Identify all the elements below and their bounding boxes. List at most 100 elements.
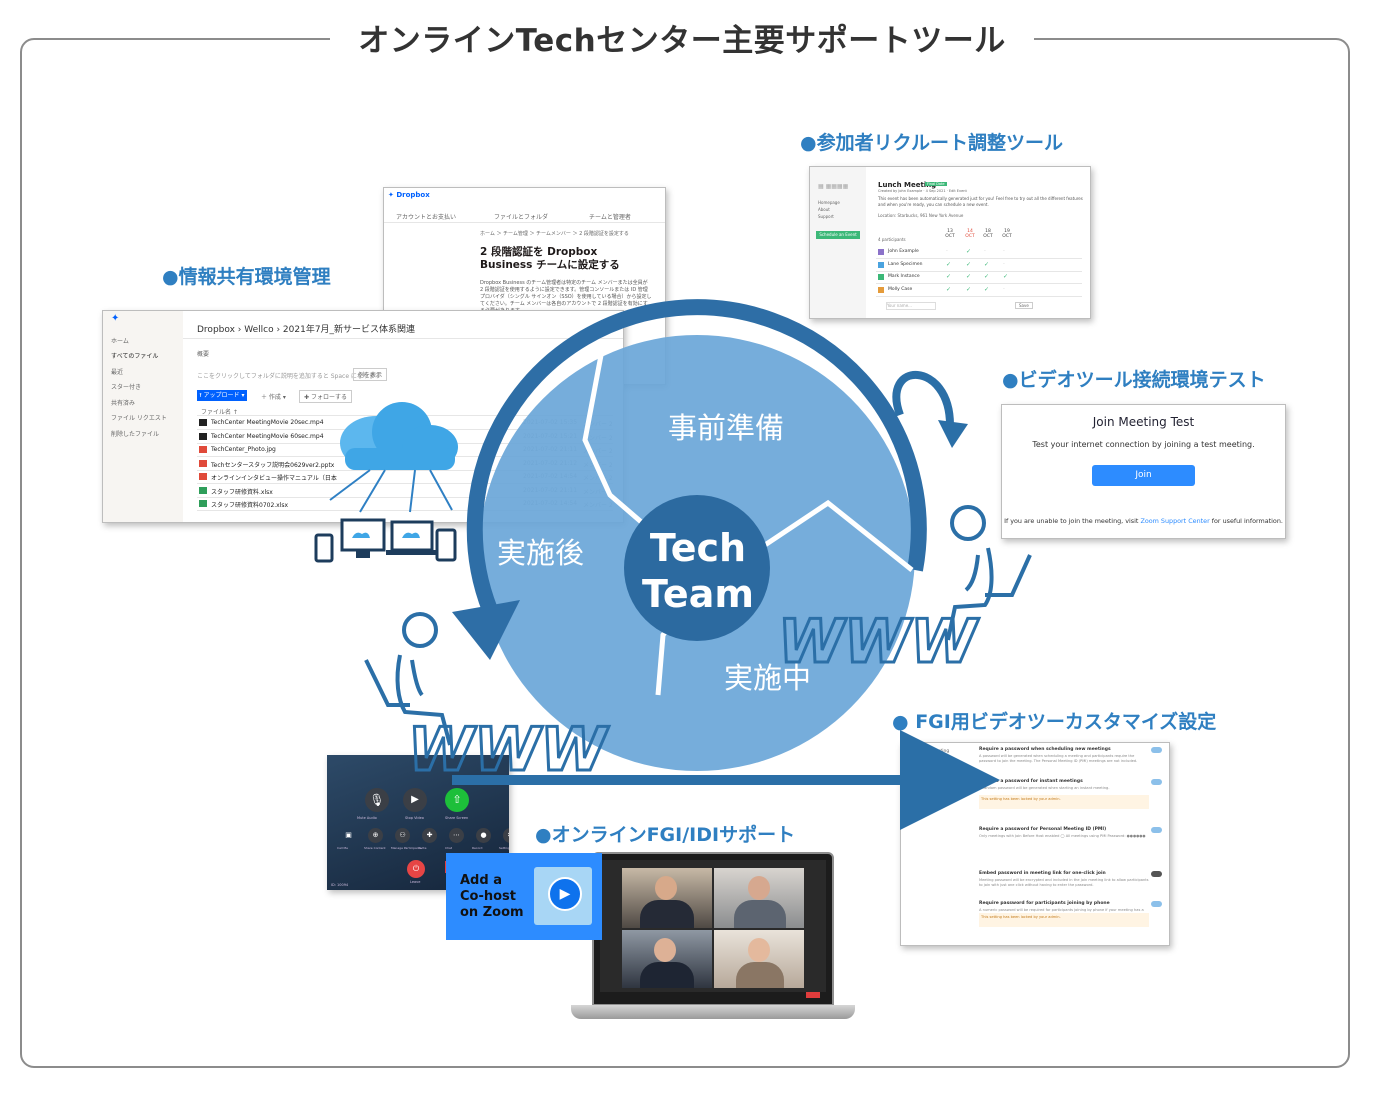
recruit-count: 4 participants: [878, 237, 906, 242]
file-date: 2021-07-02 21:11: [523, 446, 578, 453]
record-icon[interactable]: ●: [476, 828, 491, 843]
person-body-2: [734, 900, 786, 928]
mic-icon[interactable]: 🎙︎: [365, 788, 389, 812]
setting-toggle[interactable]: [1151, 747, 1162, 753]
setting-title: Require a password for Personal Meeting …: [979, 827, 1107, 832]
files-overview: 概要: [197, 351, 210, 358]
check-icon: ✓: [984, 285, 990, 293]
share-screen-label: Share Screen: [445, 816, 469, 820]
page-title: オンラインTechセンター主要サポートツール: [330, 18, 1034, 64]
settings-side-schedule[interactable]: Schedule Meeting: [909, 749, 950, 754]
setting-locked-notice: This setting has been locked by your adm…: [979, 795, 1149, 809]
settings-icon[interactable]: ✱: [503, 828, 509, 843]
recruit-date: 19 OCT: [1002, 229, 1012, 239]
setting-toggle[interactable]: [1151, 871, 1162, 877]
join-test-title: Join Meeting Test: [1092, 415, 1195, 429]
laptop: [592, 852, 834, 1006]
phone-icon[interactable]: ▣: [345, 831, 352, 839]
participant-avatar: [878, 286, 884, 293]
settings-side-other[interactable]: Other: [909, 797, 922, 802]
sidebar-item-starred[interactable]: スター付き: [111, 384, 142, 391]
check-icon: ✓: [966, 273, 972, 280]
file-name[interactable]: スタッフ研修資料.xlsx: [211, 488, 273, 496]
video-tile-4: [714, 930, 804, 988]
sidebar-item-deleted[interactable]: 削除したファイル: [111, 431, 160, 438]
follow-button[interactable]: ✚ フォローする: [299, 390, 352, 403]
setting-toggle[interactable]: [1151, 901, 1162, 907]
file-icon: [199, 419, 207, 426]
leave-icon[interactable]: ⏻: [407, 860, 425, 878]
file-member: メンバー 2: [583, 421, 613, 428]
participants-icon[interactable]: ⚇: [395, 828, 410, 843]
cohost-card: Add a Co-host on Zoom ▶: [446, 853, 602, 940]
sidebar-item-all-files[interactable]: すべてのファイル: [111, 353, 159, 360]
file-date: 2021-07-02 21:12: [523, 459, 578, 467]
participant-name: Lane Specimen: [888, 261, 923, 267]
stop-video-label: Stop Video: [405, 816, 424, 820]
recruit-side-home[interactable]: Homepage: [818, 200, 840, 205]
empty-mark-icon: ·: [1003, 260, 1005, 268]
sidebar-item-file-requests[interactable]: ファイル リクエスト: [111, 415, 167, 422]
person-face-3: [654, 938, 676, 962]
recruit-name-input[interactable]: Your name...: [886, 302, 936, 310]
zoom-settings-screenshot: Schedule Meeting In Meeting (Basic) In M…: [900, 742, 1170, 946]
schedule-event-button[interactable]: Schedule an Event: [816, 231, 860, 239]
file-name[interactable]: スタッフ研修資料0702.xlsx: [211, 502, 289, 509]
setting-desc: Meeting password will be encrypted and i…: [979, 878, 1149, 887]
recruit-save-button[interactable]: Save: [1015, 302, 1033, 309]
create-button[interactable]: ＋ 作成 ▾: [261, 394, 286, 401]
file-name[interactable]: オンラインインタビュー操作マニュアル（日本: [211, 475, 337, 482]
participant-name: Mark Instance: [888, 274, 920, 279]
join-test-desc: Test your internet connection by joining…: [1032, 440, 1255, 449]
file-icon: [199, 459, 207, 467]
file-row-divider: [197, 429, 613, 430]
cohost-line3: on Zoom: [460, 905, 524, 920]
chat-icon[interactable]: ⋯: [449, 828, 464, 843]
files-col-name[interactable]: ファイル名 ↑: [201, 409, 238, 416]
upload-button[interactable]: ⭱ アップロード ▾: [197, 390, 247, 401]
article-nav-1: アカウントとお支払い: [396, 214, 457, 221]
video-icon[interactable]: ▶: [403, 788, 427, 812]
sidebar-item-shared[interactable]: 共有済み: [111, 400, 136, 407]
recruit-side-about[interactable]: About: [818, 207, 830, 212]
files-col-divider: [197, 415, 613, 416]
dropbox-brand-text: Dropbox: [396, 191, 430, 199]
file-name[interactable]: TechCenter_Photo.jpg: [211, 446, 276, 453]
setting-toggle[interactable]: [1151, 827, 1162, 833]
file-date: 2021-07-02 21:11: [523, 486, 578, 494]
file-name[interactable]: TechCenter MeetingMovie 60sec.mp4: [211, 432, 324, 440]
invite-icon[interactable]: ✚: [422, 828, 437, 843]
end-call-icon[interactable]: [806, 992, 820, 998]
join-button[interactable]: Join: [1092, 465, 1195, 486]
meeting-id: ID: 10094: [331, 883, 349, 887]
setting-desc: A random password will be generated when…: [979, 786, 1110, 790]
files-search-icon[interactable]: ⌕ ▪: [593, 323, 604, 331]
settings-side-email[interactable]: Email Notification: [909, 781, 949, 786]
person-face-2: [748, 876, 770, 900]
file-name[interactable]: TechCenter MeetingMovie 20sec.mp4: [211, 419, 324, 426]
setting-title: Require a password when scheduling new m…: [979, 747, 1111, 752]
mobile-control-label: Settings: [499, 846, 509, 850]
article-heading: 2 段階認証を Dropbox Business チームに設定する: [480, 246, 620, 271]
share-screen-icon[interactable]: ⇧: [445, 788, 469, 812]
file-name[interactable]: Techセンタースタッフ説明会0629ver2.pptx: [211, 461, 335, 469]
zoom-support-link[interactable]: Zoom Support Center: [1140, 517, 1210, 525]
center-line2: Team: [642, 572, 754, 616]
recruit-side-support[interactable]: Support: [818, 214, 834, 219]
setting-toggle[interactable]: [1151, 779, 1162, 785]
files-header-divider: [183, 338, 623, 339]
files-hint[interactable]: ここをクリックしてフォルダに説明を追加すると Space になります: [197, 373, 381, 380]
video-tile-1: [622, 868, 712, 928]
files-hint-button[interactable]: 例を表示: [353, 368, 388, 381]
participant-name: John Example: [888, 249, 919, 254]
share-content-icon[interactable]: ⊕: [368, 828, 383, 843]
dropbox-files-screenshot: ✦ ホーム すべてのファイル 最近 スター付き 共有済み ファイル リクエスト …: [102, 310, 624, 523]
settings-side-advanced[interactable]: In Meeting (Advanced): [909, 769, 960, 774]
recruit-logo: ▦ ▦▦▦▦: [818, 183, 849, 190]
file-row-divider: [197, 510, 613, 511]
sidebar-item-recent[interactable]: 最近: [111, 369, 124, 376]
sidebar-item-home[interactable]: ホーム: [111, 338, 129, 345]
settings-side-basic[interactable]: In Meeting (Basic): [909, 759, 950, 764]
participant-divider: [876, 270, 1082, 272]
label-recruit: ●参加者リクルート調整ツール: [800, 132, 1064, 154]
